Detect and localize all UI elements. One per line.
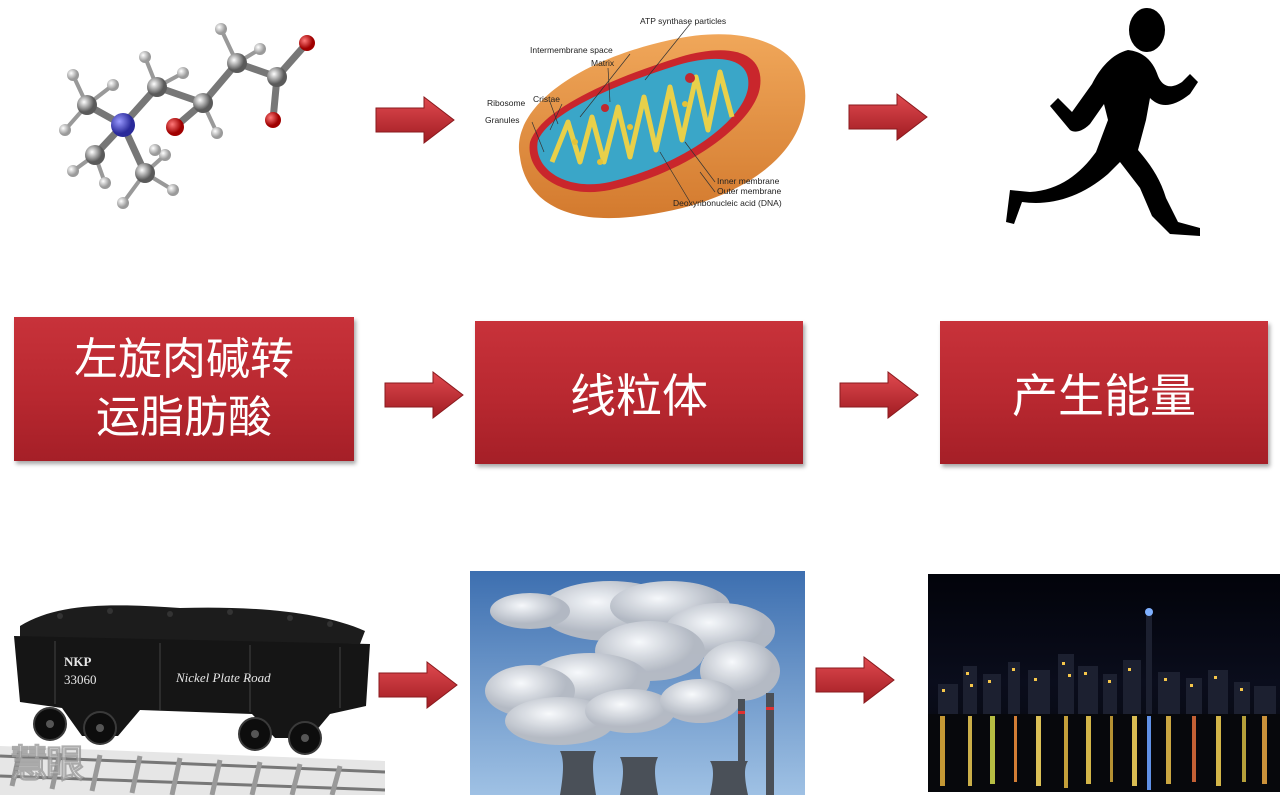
- mito-label-granules: Granules: [485, 115, 520, 125]
- carnitine-line1: 左旋肉碱转: [74, 334, 294, 385]
- power-plant-smoke-icon: [470, 571, 805, 795]
- arrow-right-icon: [378, 660, 458, 710]
- mitochondria-label: 线粒体: [570, 368, 708, 423]
- energy-label: 产生能量: [1012, 368, 1196, 423]
- mito-label-intermembrane: Intermembrane space: [530, 45, 613, 55]
- arrow-right-icon: [375, 95, 455, 145]
- watermark: 慧眼: [9, 742, 84, 787]
- arrow-right-icon: [815, 655, 895, 705]
- energy-box: 产生能量: [940, 321, 1268, 464]
- coal-hopper-car-icon: NKP 33060 Nickel Plate Road: [0, 605, 385, 795]
- mito-label-atp: ATP synthase particles: [640, 16, 726, 26]
- arrow-right-icon: [848, 92, 928, 142]
- mito-label-ribosome: Ribosome: [487, 98, 526, 108]
- mito-label-cristae: Cristae: [533, 94, 560, 104]
- carnitine-line2: 运脂肪酸: [96, 392, 272, 443]
- runner-silhouette-icon: [1006, 8, 1200, 236]
- mitochondrion-diagram-icon: ATP synthase particles Intermembrane spa…: [485, 16, 806, 219]
- arrow-right-icon: [839, 370, 919, 420]
- train-name: Nickel Plate Road: [175, 670, 271, 685]
- mito-label-outer: Outer membrane: [717, 186, 782, 196]
- train-number: 33060: [64, 672, 97, 687]
- arrow-right-icon: [384, 370, 464, 420]
- train-reporting-mark: NKP: [64, 654, 92, 669]
- mito-label-dna: Deoxyribonucleic acid (DNA): [673, 198, 782, 208]
- carnitine-box: 左旋肉碱转 运脂肪酸: [14, 317, 354, 461]
- mitochondria-box: 线粒体: [475, 321, 803, 464]
- night-city-skyline-icon: [928, 574, 1280, 792]
- mito-label-matrix: Matrix: [591, 58, 615, 68]
- molecule-icon: [59, 23, 315, 209]
- mito-label-inner: Inner membrane: [717, 176, 780, 186]
